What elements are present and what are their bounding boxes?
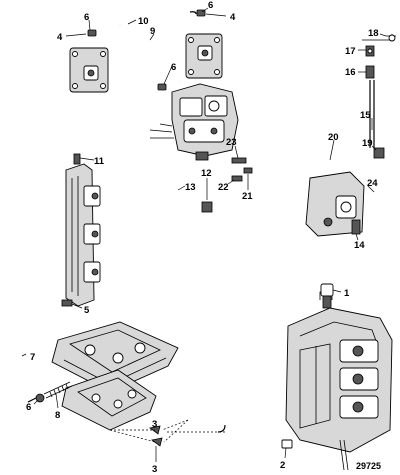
callout-20: 20 xyxy=(328,132,339,143)
callout-23: 23 xyxy=(226,137,237,148)
bracket-assembly xyxy=(305,171,365,237)
fitting-18 xyxy=(362,34,396,42)
callout-19: 19 xyxy=(362,138,373,149)
fitting-21 xyxy=(243,167,253,174)
callout-7: 7 xyxy=(30,352,35,363)
callout-16: 16 xyxy=(345,67,356,78)
callout-10: 10 xyxy=(138,16,149,27)
hose-9 xyxy=(128,14,227,433)
callout-17: 17 xyxy=(345,46,356,57)
fitting-12 xyxy=(201,201,213,213)
callout-15: 15 xyxy=(360,110,371,121)
callout-2: 2 xyxy=(280,460,285,471)
callout-6-top-left: 6 xyxy=(84,12,89,23)
fuel-pump-right xyxy=(185,33,223,79)
callout-9: 9 xyxy=(150,26,155,37)
fuel-rail xyxy=(65,163,101,307)
callout-5: 5 xyxy=(84,305,90,316)
fitting-23 xyxy=(231,157,247,164)
callout-8: 8 xyxy=(55,410,60,421)
hose-15 xyxy=(369,80,375,148)
fitting-6-mid xyxy=(157,83,167,91)
fitting-22 xyxy=(231,175,243,182)
callout-12: 12 xyxy=(201,168,212,179)
fitting-5 xyxy=(61,299,73,307)
figure-number: 29725 xyxy=(356,461,381,471)
callout-6-top-right: 6 xyxy=(208,0,213,11)
callout-1: 1 xyxy=(344,288,350,299)
callout-11: 11 xyxy=(94,156,105,167)
fitting-6-top-left xyxy=(87,29,97,37)
fitting-2 xyxy=(281,439,293,449)
fitting-1 xyxy=(320,283,334,309)
callout-13: 13 xyxy=(185,182,196,193)
intake-plate-lower xyxy=(61,369,157,431)
fitting-3-bottom xyxy=(151,437,163,447)
callout-14: 14 xyxy=(354,240,365,251)
fitting-19 xyxy=(373,147,385,159)
callout-3-upper: 3 xyxy=(152,419,157,430)
hose-13 xyxy=(165,158,206,210)
callout-18: 18 xyxy=(368,28,379,39)
callout-3-lower: 3 xyxy=(152,464,157,475)
fitting-11 xyxy=(73,153,81,165)
hose-6-top xyxy=(143,78,190,381)
callout-4-left: 4 xyxy=(57,32,63,43)
callout-4-right: 4 xyxy=(230,12,236,23)
fitting-16 xyxy=(365,65,375,79)
dipstick xyxy=(339,439,349,471)
fitting-14 xyxy=(351,219,361,235)
hose-10 xyxy=(16,10,197,404)
intake-plate-upper xyxy=(51,321,179,393)
hose-20 xyxy=(248,150,372,172)
callout-6-mid: 6 xyxy=(171,62,176,73)
vapor-separator xyxy=(149,83,239,161)
leader-lines xyxy=(21,7,387,462)
dashed-leaders xyxy=(109,419,225,443)
fitting-17 xyxy=(365,45,375,57)
engine-block xyxy=(285,291,393,453)
callout-21: 21 xyxy=(242,191,253,202)
callout-22: 22 xyxy=(218,182,229,193)
callout-24: 24 xyxy=(367,178,378,189)
callout-6-lower: 6 xyxy=(26,402,31,413)
fitting-8 xyxy=(43,381,73,399)
fuel-pump-left xyxy=(69,47,109,93)
